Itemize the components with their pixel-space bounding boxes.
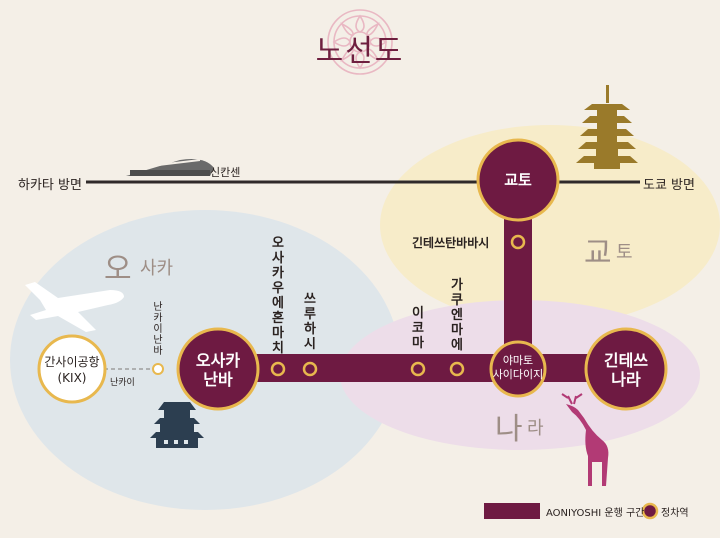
uehommachi-stop-marker[interactable] (270, 361, 286, 377)
osaka-namba-label-line2: 난바 (203, 370, 233, 389)
osaka-uehommachi-label: 오사카우에혼마치 (272, 236, 284, 356)
nankai-label: 난카이 (110, 378, 135, 388)
kyoto-station-label: 교토 (504, 171, 532, 189)
nara-region-label-big: 나 (495, 412, 523, 447)
nankai-namba-station-marker[interactable] (152, 363, 164, 375)
kansai-airport-label-line2: (KIX) (57, 371, 87, 385)
shinkansen-label: 신칸센 (210, 166, 241, 179)
yamato-saidaiji-label-line2: 사이다이지 (492, 368, 544, 381)
hakata-direction-label: 하카타 방면 (18, 178, 82, 193)
kintetsu-nara-station-label: 긴테쓰 나라 (586, 351, 666, 389)
kyoto-region-label-small: 토 (616, 242, 633, 263)
ikoma-label: 이코마 (412, 306, 424, 351)
kintetsu-nara-label-line1: 긴테쓰 (603, 351, 649, 370)
legend-stop-label: 정차역 (661, 508, 689, 519)
tambabashi-stop-marker[interactable] (510, 234, 526, 250)
yamato-saidaiji-label-line1: 야마토 (502, 354, 534, 367)
legend-route-swatch (484, 503, 540, 519)
airplane-icon (25, 282, 124, 332)
kansai-airport-station-label: 간사이공항 (KIX) (34, 354, 110, 386)
yamato-saidaiji-station-marker[interactable] (489, 340, 547, 398)
gakuemmae-label: 가쿠엔마에 (451, 278, 463, 353)
kintetsu-nara-label-line2: 나라 (611, 370, 641, 389)
pagoda-icon (576, 85, 638, 169)
osaka-namba-label-line1: 오사카 (195, 351, 241, 370)
osaka-region-label-big: 오 (104, 252, 132, 287)
bullet-train-icon (126, 159, 214, 176)
crest-icon (327, 9, 393, 75)
tsuruhashi-stop-marker[interactable] (302, 361, 318, 377)
deer-icon (561, 393, 609, 486)
kansai-airport-station-marker[interactable] (37, 334, 107, 404)
osaka-region-label-small: 사카 (140, 258, 174, 279)
legend-route-label: AONIYOSHI 운행 구간 (546, 508, 645, 519)
kintetsu-tambabashi-label: 긴테쓰탄바바시 (412, 236, 490, 250)
nankai-namba-label: 난카이 난바 (153, 302, 163, 357)
kyoto-region (380, 125, 720, 325)
tokyo-direction-label: 도쿄 방면 (643, 178, 695, 193)
castle-icon (150, 402, 204, 448)
yamato-saidaiji-station-label: 야마토 사이다이지 (488, 354, 548, 382)
osaka-namba-station-marker[interactable] (176, 327, 260, 411)
kintetsu-nara-station-marker[interactable] (584, 327, 668, 411)
osaka-namba-station-label: 오사카 난바 (178, 351, 258, 389)
gakuemmae-stop-marker[interactable] (449, 361, 465, 377)
page-title: 노선도 (315, 34, 405, 69)
ikoma-stop-marker[interactable] (410, 361, 426, 377)
kyoto-region-label-big: 교 (584, 236, 612, 271)
kansai-airport-label-line1: 간사이공항 (44, 355, 100, 369)
tsuruhashi-label: 쓰루하시 (304, 292, 316, 352)
legend-stop-swatch (641, 502, 659, 520)
kyoto-station-marker[interactable] (476, 138, 560, 222)
nara-region-label-small: 라 (527, 418, 544, 439)
